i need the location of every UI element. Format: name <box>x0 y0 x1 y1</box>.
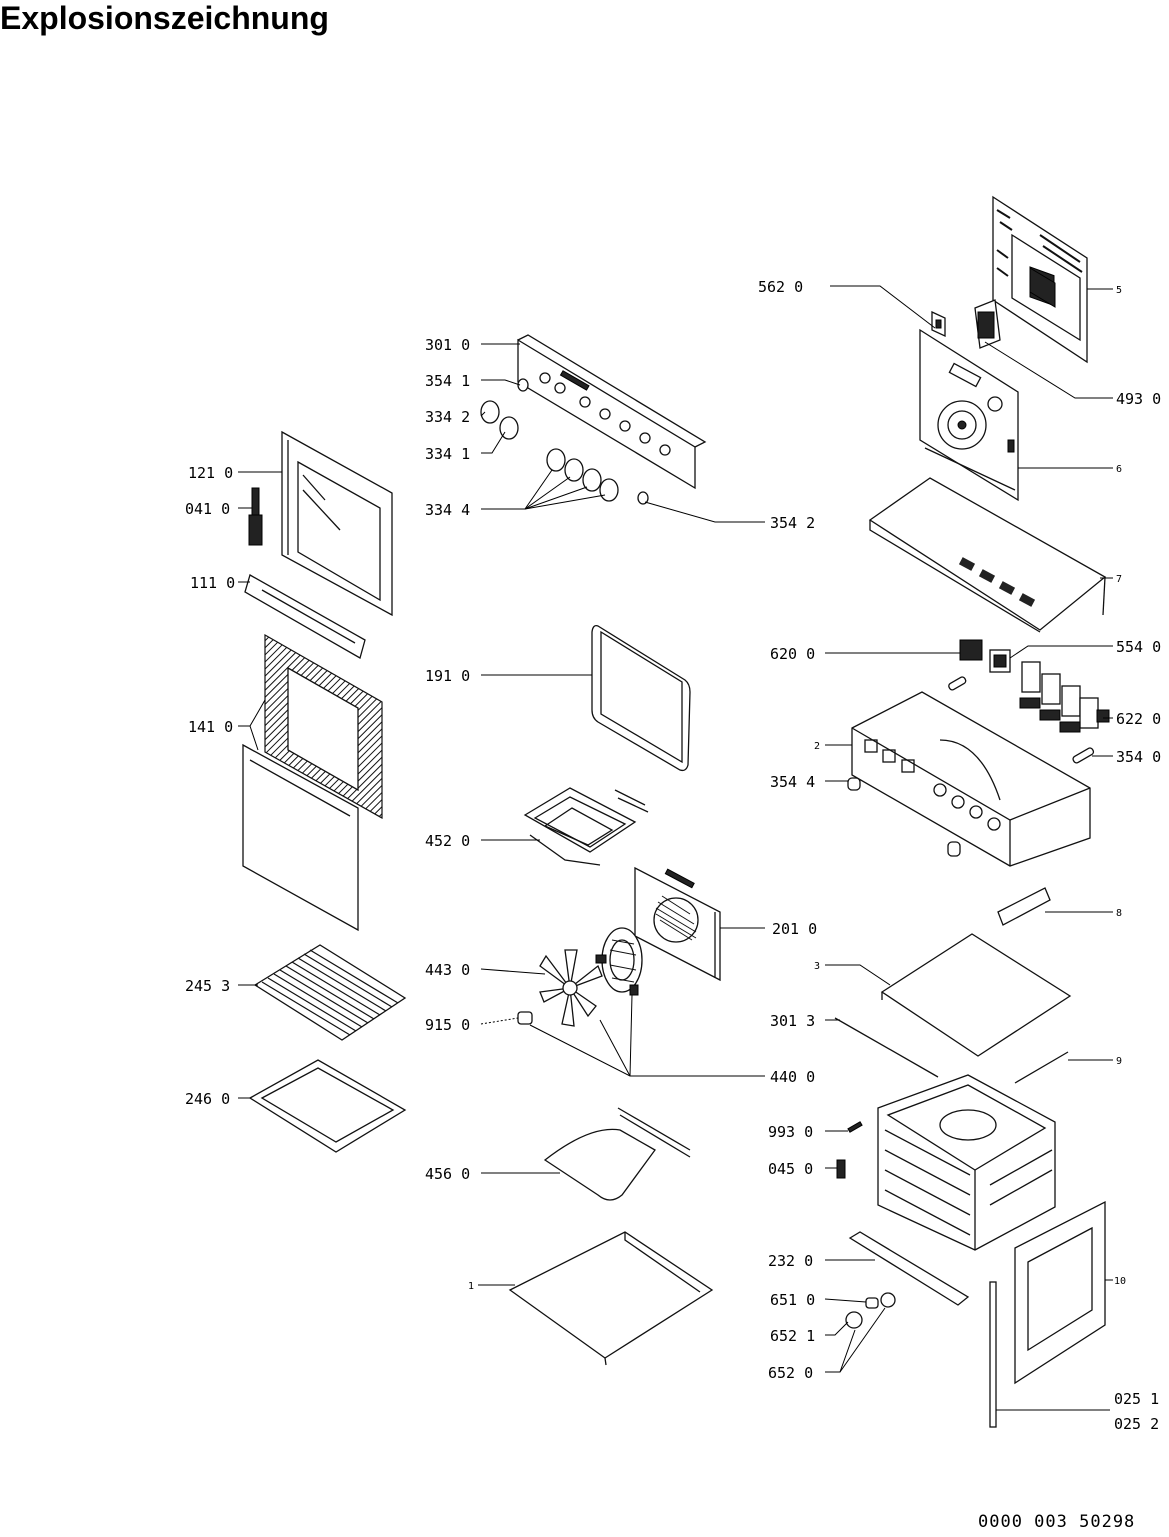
label-10: 10 <box>1114 1276 1126 1287</box>
baking-tray-part <box>248 1059 407 1153</box>
label-246-0: 246 0 <box>185 1090 230 1108</box>
label-5: 5 <box>1116 285 1122 296</box>
label-111-0: 111 0 <box>190 574 235 592</box>
label-554-0: 554 0 <box>1116 638 1161 656</box>
label-9: 9 <box>1116 1056 1122 1067</box>
trim-strip-part <box>834 1017 939 1078</box>
label-191-0: 191 0 <box>425 667 470 685</box>
rear-cover-part <box>919 328 1019 502</box>
bottom-trim-part <box>848 1231 970 1306</box>
label-121-0: 121 0 <box>188 464 233 482</box>
label-651-0: 651 0 <box>770 1291 815 1309</box>
label-334-1: 334 1 <box>425 445 470 463</box>
fan-cover-part <box>634 866 721 982</box>
label-025-1: 025 1 <box>1114 1390 1159 1408</box>
screws-part <box>847 777 961 857</box>
label-456-0: 456 0 <box>425 1165 470 1183</box>
wire-shelf-part <box>253 944 407 1041</box>
door-glass-part <box>242 633 383 932</box>
label-993-0: 993 0 <box>768 1123 813 1141</box>
label-201-0: 201 0 <box>772 920 817 938</box>
label-8: 8 <box>1116 908 1122 919</box>
label-232-0: 232 0 <box>768 1252 813 1270</box>
side-strip-part <box>989 1281 997 1428</box>
label-7: 7 <box>1116 574 1122 585</box>
door-seal-part <box>591 624 691 772</box>
small-parts <box>836 1121 896 1329</box>
label-2: 2 <box>814 741 820 752</box>
label-334-2: 334 2 <box>425 408 470 426</box>
oven-cavity-part <box>877 1074 1056 1251</box>
label-301-0: 301 0 <box>425 336 470 354</box>
front-frame-part <box>1014 1200 1106 1385</box>
label-562-0: 562 0 <box>758 278 803 296</box>
part-labels: 562 0 5 493 0 6 7 301 0 354 1 334 2 334 … <box>185 278 1161 1433</box>
label-025-2: 025 2 <box>1114 1415 1159 1433</box>
label-620-0: 620 0 <box>770 645 815 663</box>
label-245-3: 245 3 <box>185 977 230 995</box>
label-301-3: 301 3 <box>770 1012 815 1030</box>
rod-part <box>1014 1051 1069 1084</box>
door-handle-part <box>244 574 366 659</box>
label-354-1: 354 1 <box>425 372 470 390</box>
document-code: 0000 003 50298 <box>978 1512 1136 1532</box>
rail-part <box>997 887 1051 926</box>
label-354-2: 354 2 <box>770 514 815 532</box>
control-housing-part <box>851 691 1091 867</box>
label-141-0: 141 0 <box>188 718 233 736</box>
top-cover-part <box>868 477 1107 633</box>
label-1: 1 <box>468 1281 474 1292</box>
leader-lines <box>238 285 1113 1411</box>
fan-nut-part <box>517 1011 533 1025</box>
label-452-0: 452 0 <box>425 832 470 850</box>
label-440-0: 440 0 <box>770 1068 815 1086</box>
label-443-0: 443 0 <box>425 961 470 979</box>
label-6: 6 <box>1116 464 1122 475</box>
label-652-1: 652 1 <box>770 1327 815 1345</box>
label-3: 3 <box>814 961 820 972</box>
electrical-components-part <box>948 639 1110 764</box>
fan-blade-part <box>539 949 603 1027</box>
page-title: Explosionszeichnung <box>0 0 329 36</box>
transformer-part <box>974 299 1001 349</box>
grill-element-part <box>523 787 649 866</box>
bottom-element-part <box>543 1107 691 1201</box>
label-354-0: 354 0 <box>1116 748 1161 766</box>
label-041-0: 041 0 <box>185 500 230 518</box>
label-652-0: 652 0 <box>768 1364 813 1382</box>
door-hinge-part <box>248 487 263 546</box>
inner-door-part <box>281 430 393 617</box>
control-panel-part <box>517 334 707 490</box>
label-493-0: 493 0 <box>1116 390 1161 408</box>
rear-panel-part <box>992 195 1088 364</box>
label-354-4: 354 4 <box>770 773 815 791</box>
side-plate-part <box>880 933 1072 1057</box>
label-915-0: 915 0 <box>425 1016 470 1034</box>
label-045-0: 045 0 <box>768 1160 813 1178</box>
bottom-plate-part <box>508 1231 714 1366</box>
label-622-0: 622 0 <box>1116 710 1161 728</box>
bracket-part <box>931 310 946 338</box>
label-334-4: 334 4 <box>425 501 470 519</box>
fan-motor-part <box>595 927 643 996</box>
